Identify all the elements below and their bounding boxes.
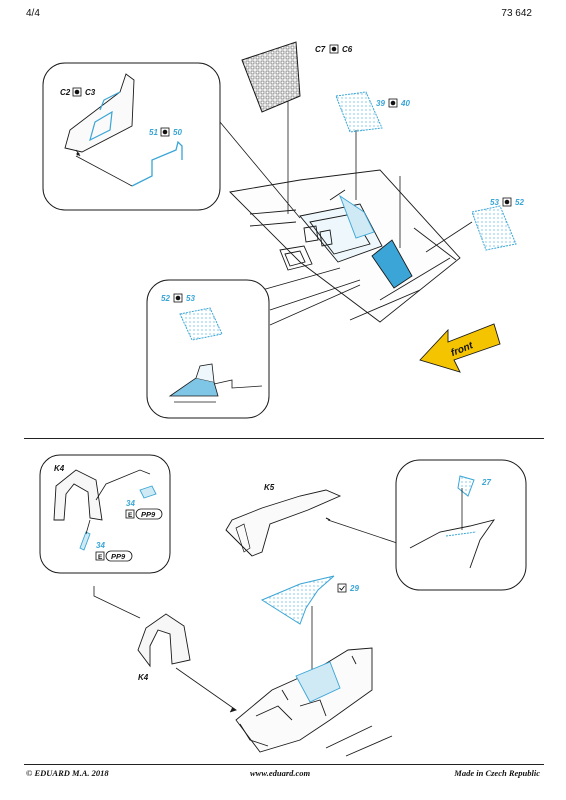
glue-label-upper: E (128, 512, 133, 519)
footer-rule (24, 764, 544, 765)
part-label-k4-lower: K4 (138, 673, 149, 682)
pp9-badge-upper: PP9 (135, 508, 163, 520)
part-label-c7: C7 (315, 45, 326, 54)
part-label-51: 51 (149, 128, 158, 137)
part-label-c6: C6 (342, 45, 353, 54)
detail-box-c2-c3 (42, 62, 221, 211)
copyright: © EDUARD M.A. 2018 (26, 768, 109, 778)
part-label-52-box: 52 (161, 294, 170, 303)
section-divider (24, 438, 544, 439)
check-icon (337, 583, 347, 593)
part-label-53-right: 53 (490, 198, 499, 207)
part-39-40 (335, 91, 383, 133)
page-number: 4/4 (26, 8, 40, 19)
part-label-50: 50 (173, 128, 182, 137)
flip-icon (72, 87, 82, 97)
cockpit-assembly (229, 169, 461, 323)
part-label-c2: C2 (60, 88, 71, 97)
pp9-badge-lower: PP9 (105, 550, 133, 562)
glue-icon: E (95, 551, 105, 561)
part-29 (260, 575, 335, 625)
part-label-52-right: 52 (515, 198, 524, 207)
flip-icon (388, 98, 398, 108)
part-label-40: 40 (400, 99, 410, 108)
detail-box-52-53 (146, 279, 270, 419)
glue-label-lower: E (98, 554, 103, 561)
part-c7-c6 (241, 41, 301, 113)
part-k4-lower (137, 613, 191, 668)
part-label-k5: K5 (264, 483, 275, 492)
flip-icon (173, 293, 183, 303)
part-label-34-lower: 34 (96, 541, 105, 550)
front-arrow-icon (419, 323, 501, 373)
detail-box-27 (395, 459, 527, 591)
svg-text:PP9: PP9 (111, 552, 126, 561)
part-label-c3: C3 (85, 88, 96, 97)
flip-icon (502, 197, 512, 207)
flip-icon (329, 44, 339, 54)
set-number: 73 642 (501, 8, 532, 19)
flip-icon (160, 127, 170, 137)
part-label-34-upper: 34 (126, 499, 135, 508)
part-k5 (225, 489, 342, 557)
detail-box-k4 (39, 454, 171, 574)
fuselage-assembly (235, 647, 393, 757)
part-label-29: 29 (349, 584, 359, 593)
part-label-39: 39 (376, 99, 385, 108)
part-53-52-right (471, 205, 517, 251)
part-label-53-box: 53 (186, 294, 195, 303)
part-label-27: 27 (481, 478, 491, 487)
svg-text:PP9: PP9 (141, 510, 156, 519)
origin-note: Made in Czech Republic (454, 768, 540, 778)
glue-icon: E (125, 509, 135, 519)
leader-lines (199, 100, 473, 378)
website-link[interactable]: www.eduard.com (250, 768, 311, 778)
part-label-k4-box: K4 (54, 464, 65, 473)
